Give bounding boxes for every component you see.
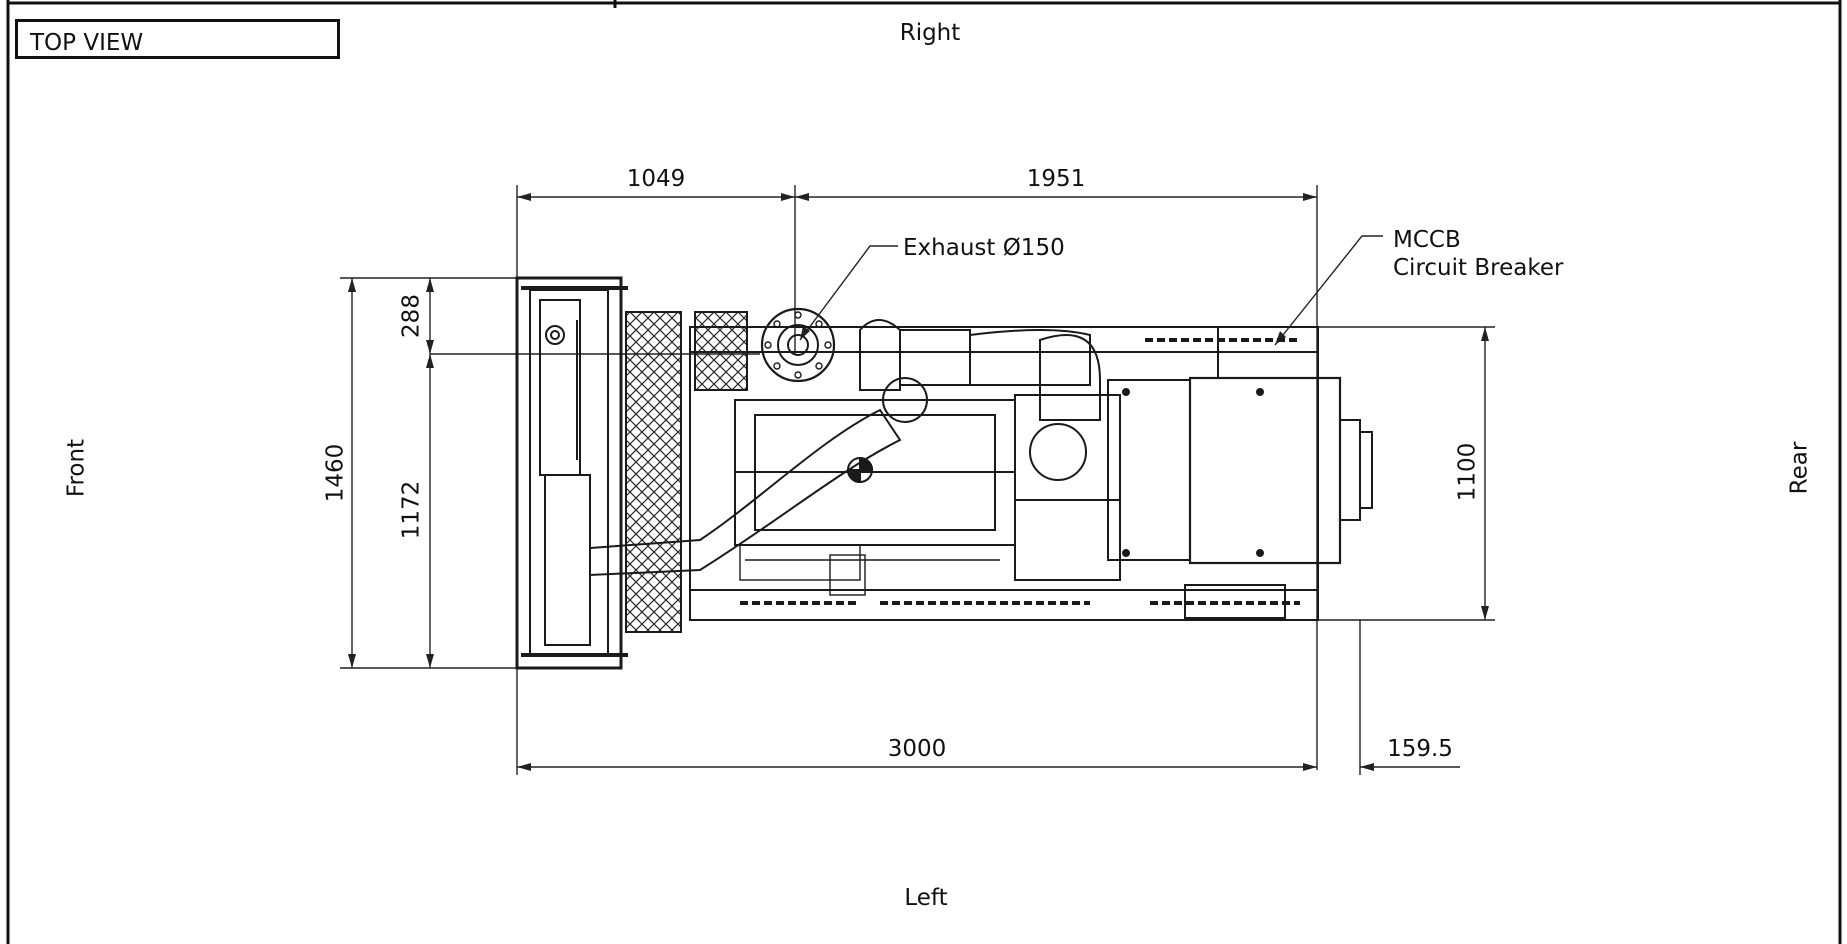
orientation-left-label: Front	[63, 438, 90, 498]
view-title-box: TOP VIEW	[15, 19, 340, 59]
view-title: TOP VIEW	[30, 30, 144, 56]
dimension-lines	[340, 185, 1495, 775]
orientation-right-label: Rear	[1786, 441, 1813, 495]
orientation-top-label: Right	[899, 20, 961, 46]
dim-engine-to-rear: 1951	[1026, 166, 1086, 192]
callout-leaders	[799, 235, 1383, 346]
sheet-frame	[6, 0, 1842, 944]
dim-top-offset: 288	[398, 294, 425, 338]
dim-overall-width: 1460	[322, 443, 349, 503]
dim-alternator-overhang: 159.5	[1387, 736, 1453, 762]
dim-radiator-depth: 1049	[626, 166, 686, 192]
dim-base-width: 1100	[1454, 442, 1481, 502]
generator-body	[515, 276, 1373, 670]
dim-overall-length: 3000	[887, 736, 947, 762]
dim-radiator-width: 1172	[398, 480, 425, 540]
callout-breaker-line2: Circuit Breaker	[1393, 255, 1564, 281]
callout-breaker-line1: MCCB	[1393, 227, 1461, 253]
orientation-bottom-label: Left	[904, 885, 948, 911]
callout-exhaust: Exhaust Ø150	[903, 235, 1065, 261]
dimension-arrows	[348, 193, 1489, 771]
